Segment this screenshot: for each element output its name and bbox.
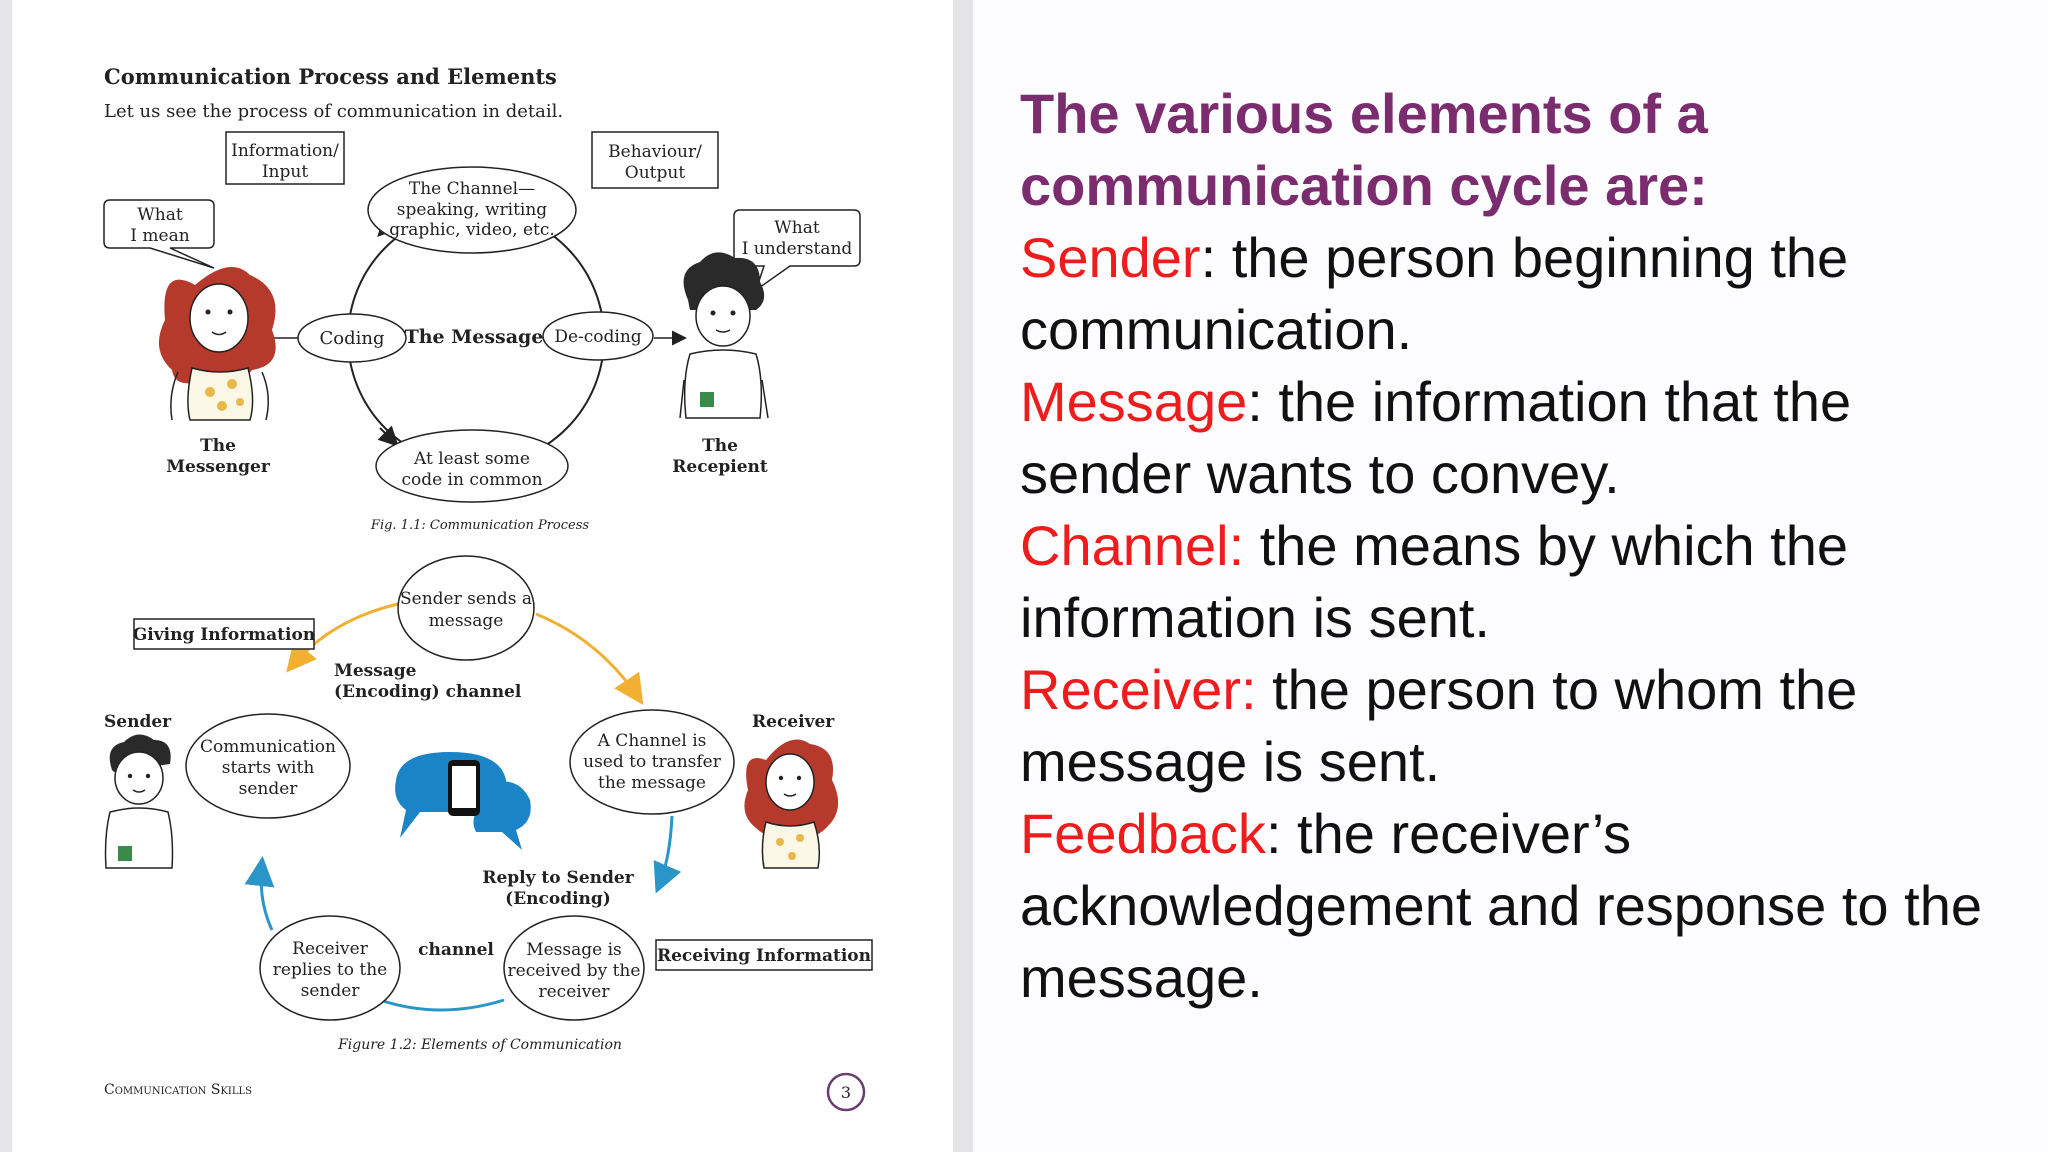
sender-boy-illustration <box>104 734 174 869</box>
channel-transfer-ellipse <box>569 709 735 815</box>
messenger-label-1: The <box>200 436 236 456</box>
coding-text: Coding <box>319 328 384 349</box>
what-i-understand-text: What <box>774 218 820 238</box>
info-input-label: Information/ <box>231 141 339 161</box>
element-message: Message: the information that the sender… <box>1020 366 2030 510</box>
sender-sends-text-2: message <box>429 611 504 631</box>
recipient-boy-illustration <box>679 252 769 419</box>
page-number: 3 <box>841 1083 851 1102</box>
comm-starts-ellipse <box>185 713 351 819</box>
what-i-understand-text-2: I understand <box>742 239 853 259</box>
page-intro: Let us see the process of communication … <box>104 101 563 122</box>
def-feedback: : the receiver’s acknowledgement and res… <box>1020 802 1982 1009</box>
term-sender: Sender <box>1020 226 1201 289</box>
receiver-label: Receiver <box>752 712 835 732</box>
comm-starts-text-3: sender <box>239 779 299 799</box>
element-receiver: Receiver: the person to whom the message… <box>1020 654 2030 798</box>
decoding-text: De-coding <box>554 327 641 347</box>
cycle-arrow-top-right <box>535 612 644 705</box>
receiver-replies-ellipse <box>259 915 401 1021</box>
elements-description: The various elements of a communication … <box>1020 78 2030 1014</box>
info-input-label-2: Input <box>262 162 308 182</box>
what-i-understand-callout <box>733 209 861 292</box>
info-input-box <box>225 131 345 185</box>
messenger-label-2: Messenger <box>166 457 271 477</box>
message-received-text-3: receiver <box>539 982 611 1002</box>
element-sender: Sender: the person beginning the communi… <box>1020 222 2030 366</box>
sender-sends-ellipse <box>397 555 535 661</box>
channel-bottom-label: channel <box>418 940 494 960</box>
receiver-girl-illustration <box>744 739 839 869</box>
what-i-mean-text: What <box>137 205 183 225</box>
term-message: Message <box>1020 370 1248 433</box>
receiving-info-box <box>655 939 873 971</box>
channel-text-1: The Channel— <box>409 179 535 199</box>
decoding-ellipse <box>542 311 654 361</box>
cycle-arrow-top-left <box>286 602 399 673</box>
giving-info-text: Giving Information <box>133 625 315 645</box>
reply-to-sender-text-2: (Encoding) <box>505 889 611 909</box>
channel-ellipse <box>367 166 577 254</box>
fig2-caption: Figure 1.2: Elements of Communication <box>337 1037 622 1053</box>
reply-to-sender-text-1: Reply to Sender <box>482 868 634 888</box>
term-feedback: Feedback <box>1020 802 1266 865</box>
cycle-arrow-right <box>653 815 682 894</box>
common-code-text-1: At least some <box>413 449 530 469</box>
description-title-line-1: The various elements of a <box>1020 82 1708 145</box>
term-channel: Channel: <box>1020 514 1245 577</box>
recipient-label-2: Recepient <box>672 457 768 477</box>
the-message-text: The Message <box>405 326 544 348</box>
page-divider <box>953 0 973 1152</box>
fig1-caption: Fig. 1.1: Communication Process <box>370 518 589 533</box>
description-title: The various elements of a communication … <box>1020 78 2030 222</box>
channel-text-2: speaking, writing <box>397 200 548 220</box>
communication-diagram: Communication Process and Elements Let u… <box>103 64 873 1112</box>
cycle-arrow-bottom <box>379 998 505 1012</box>
sender-sends-text-1: Sender sends a <box>400 589 532 609</box>
page-number-badge <box>826 1072 866 1112</box>
page-heading: Communication Process and Elements <box>104 64 557 89</box>
receiving-info-text: Receiving Information <box>657 946 871 966</box>
message-received-text-2: received by the <box>508 961 641 981</box>
message-received-ellipse <box>503 915 645 1021</box>
receiver-replies-text-3: sender <box>301 981 361 1001</box>
channel-transfer-text-2: used to transfer <box>583 752 722 772</box>
right-panel <box>973 0 2048 1152</box>
description-title-line-2: communication cycle are: <box>1020 154 1708 217</box>
comm-starts-text-1: Communication <box>200 737 336 757</box>
receiver-replies-text-2: replies to the <box>273 960 387 980</box>
def-message: : the information that the sender wants … <box>1020 370 1852 505</box>
phone-chat-icon <box>395 752 531 850</box>
behaviour-output-box <box>591 131 719 189</box>
def-sender: : the person beginning the communication… <box>1020 226 1849 361</box>
circle-arrow-bottom <box>377 425 399 447</box>
def-channel: the means by which the information is se… <box>1020 514 1849 649</box>
comm-starts-text-2: starts with <box>222 758 315 778</box>
what-i-mean-callout <box>103 199 215 269</box>
behaviour-output-label-2: Output <box>625 163 686 183</box>
common-code-ellipse <box>375 429 569 503</box>
recipient-label-1: The <box>702 436 738 456</box>
term-receiver: Receiver: <box>1020 658 1257 721</box>
message-received-text-1: Message is <box>526 940 622 960</box>
message-encoding-text-2: (Encoding) channel <box>334 682 522 702</box>
def-receiver: the person to whom the message is sent. <box>1020 658 1858 793</box>
receiver-replies-text-1: Receiver <box>292 939 369 959</box>
element-feedback: Feedback: the receiver’s acknowledgement… <box>1020 798 2030 1014</box>
footer-title: Communication Skills <box>104 1082 252 1098</box>
left-margin-bar <box>0 0 12 1152</box>
channel-text-3: graphic, video, etc. <box>389 220 555 240</box>
message-encoding-text-1: Message <box>334 661 417 681</box>
giving-info-box <box>133 618 315 650</box>
channel-transfer-text-1: A Channel is <box>597 731 707 751</box>
element-channel: Channel: the means by which the informat… <box>1020 510 2030 654</box>
channel-transfer-text-3: the message <box>598 773 706 793</box>
cycle-arrow-left <box>244 856 275 931</box>
messenger-girl-illustration <box>158 267 276 421</box>
what-i-mean-text-2: I mean <box>130 226 189 246</box>
sender-label: Sender <box>104 712 172 732</box>
behaviour-output-label: Behaviour/ <box>608 142 702 162</box>
common-code-text-2: code in common <box>401 470 542 490</box>
